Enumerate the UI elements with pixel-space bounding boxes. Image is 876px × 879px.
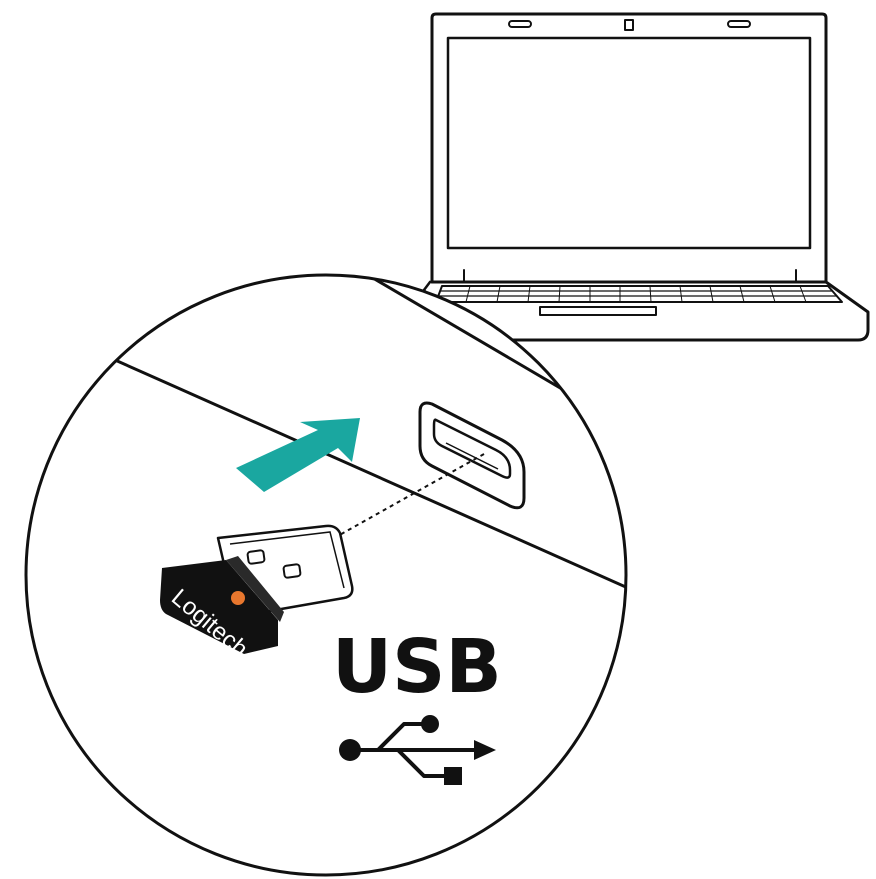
logo-dot-icon	[231, 591, 245, 605]
usb-port-icon	[418, 401, 526, 510]
laptop-icon	[422, 12, 870, 342]
laptop-screen	[446, 36, 812, 250]
laptop-lid	[430, 12, 828, 284]
insert-arrow-icon	[236, 418, 360, 492]
laptop-trackpad	[539, 306, 657, 316]
usb-label: USB	[332, 624, 502, 710]
laptop-webcam	[624, 19, 634, 31]
laptop-top-bumper-right	[727, 20, 751, 28]
usb-receiver-icon: Logitech	[160, 524, 354, 663]
laptop-base	[430, 280, 870, 342]
usb-trident-icon	[339, 715, 496, 785]
laptop-top-bumper-left	[508, 20, 532, 28]
laptop-keyboard	[435, 285, 843, 303]
